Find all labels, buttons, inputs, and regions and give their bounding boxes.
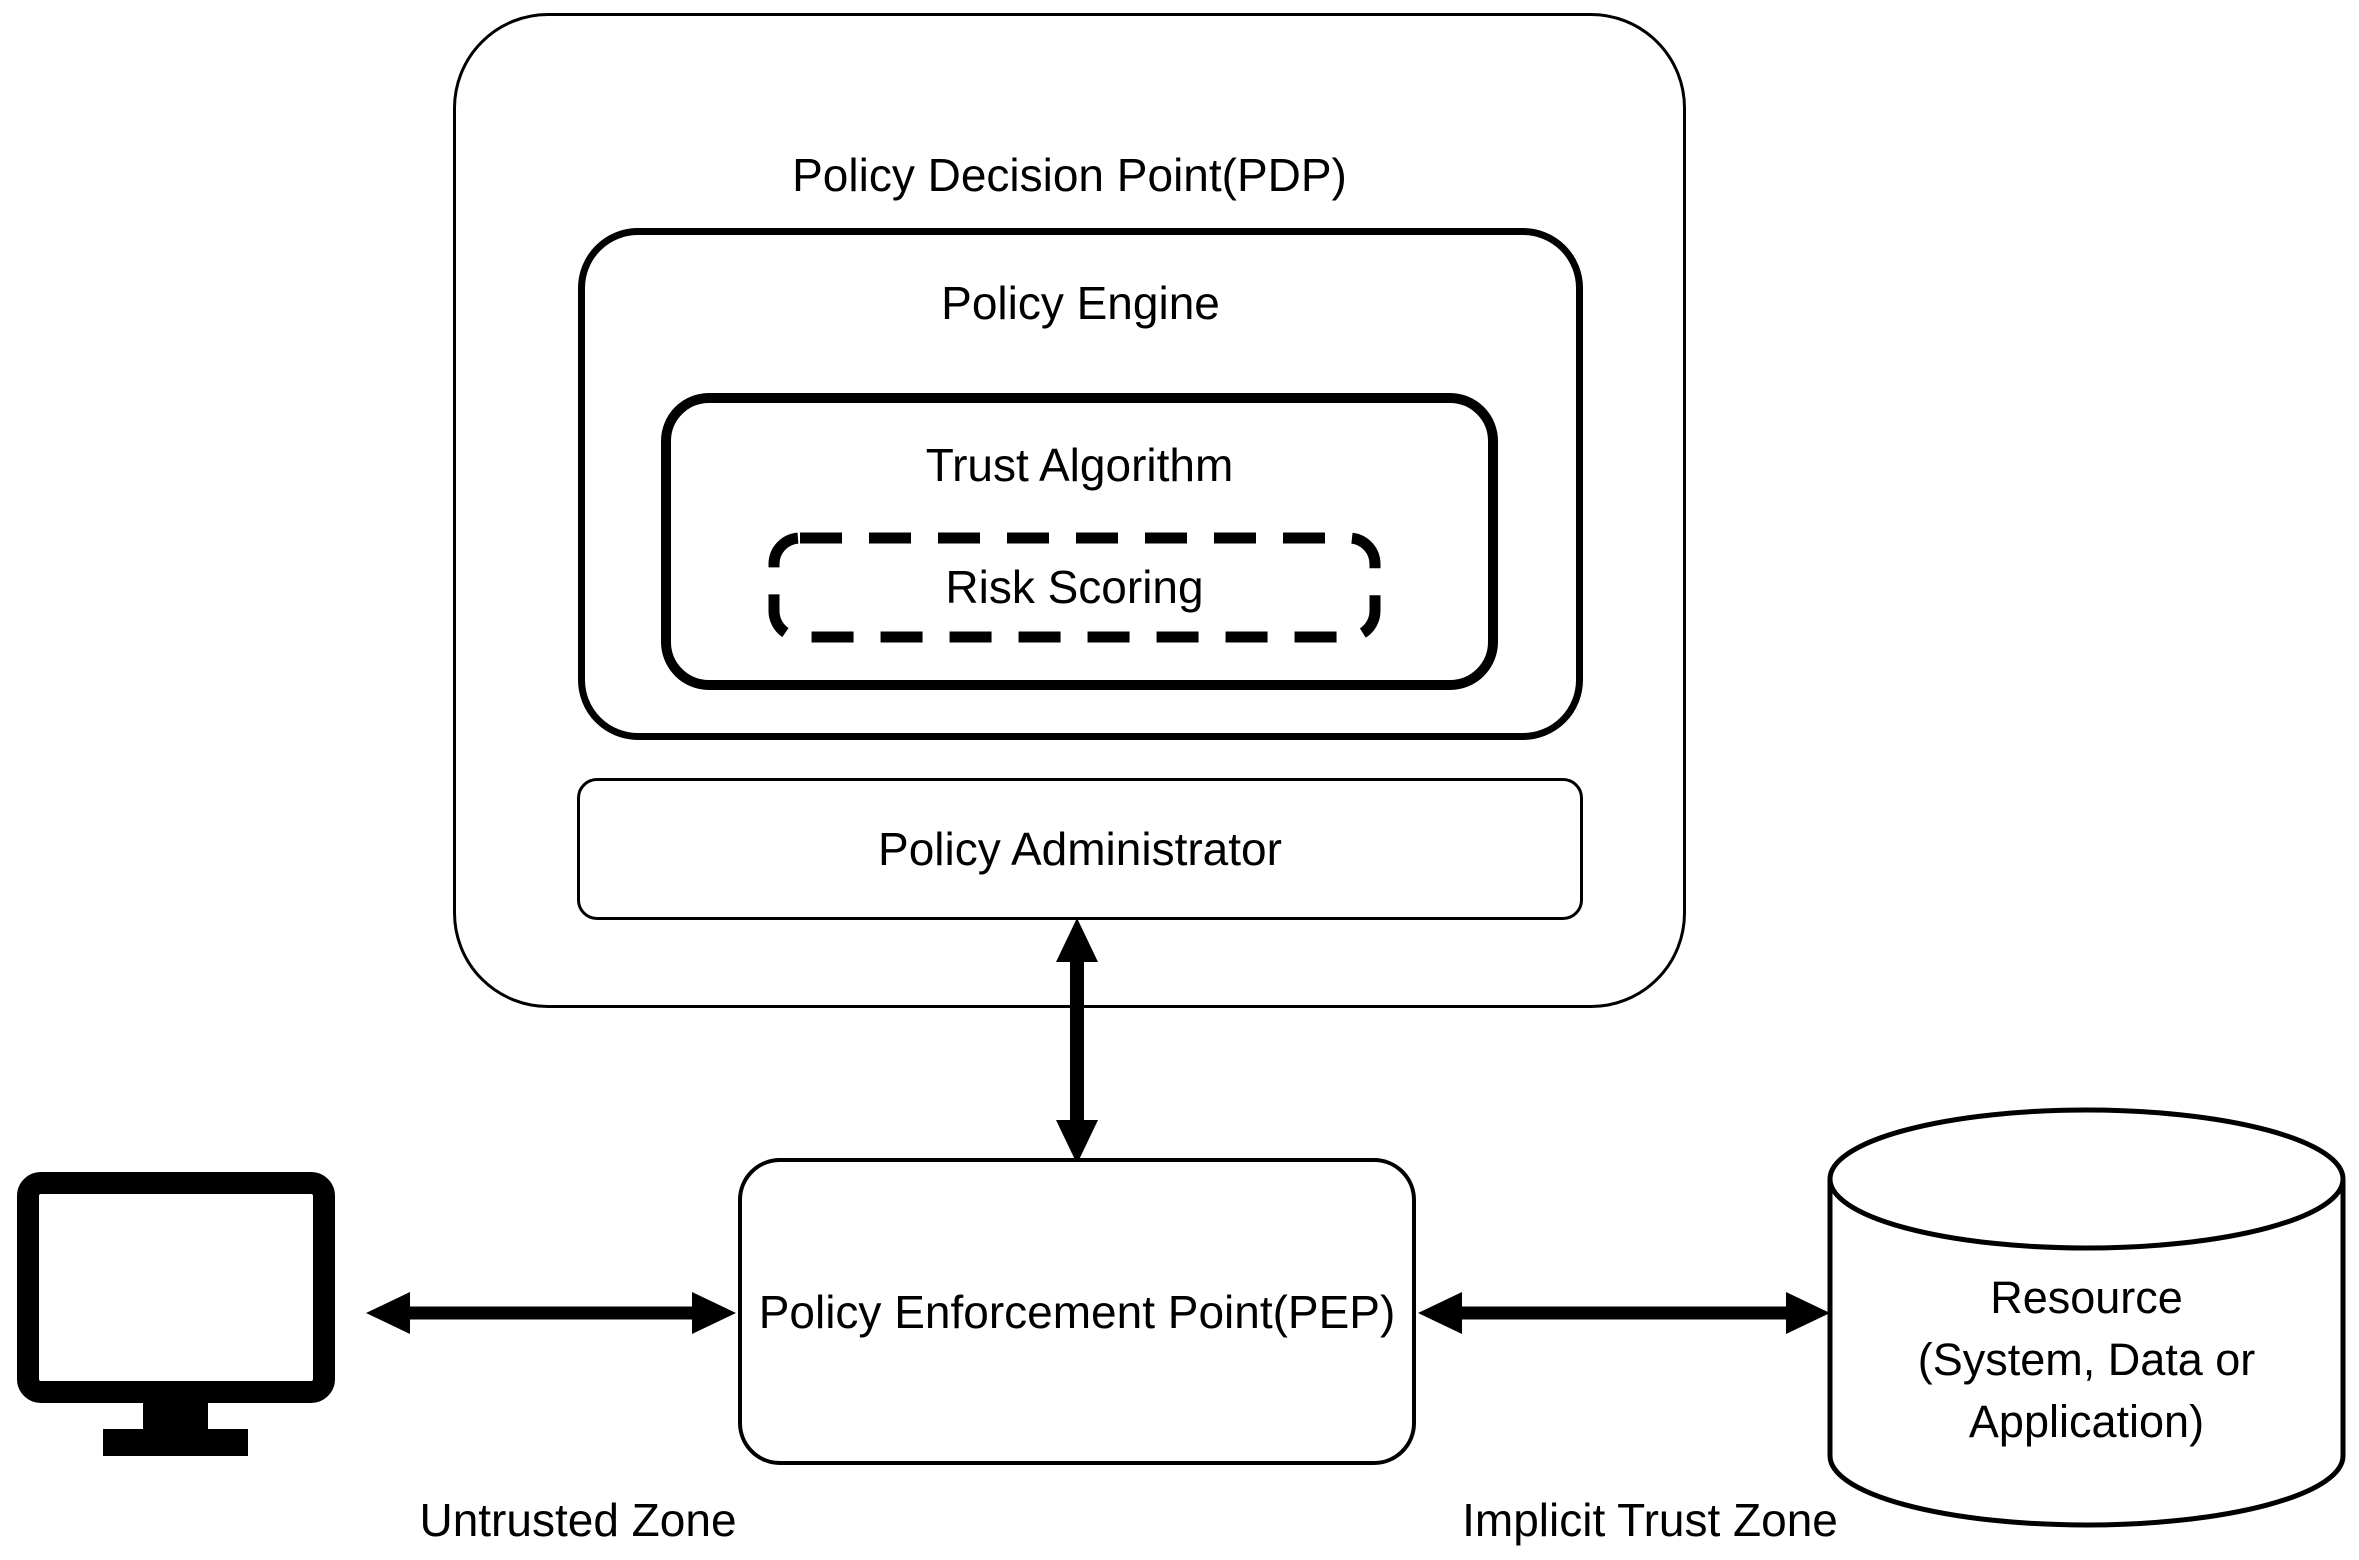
monitor-screen <box>17 1172 335 1403</box>
trust-algorithm-label: Trust Algorithm <box>925 439 1234 491</box>
risk-scoring-label: Risk Scoring <box>945 561 1204 614</box>
pdp-pep-double-arrow-icon <box>1056 918 1098 1164</box>
monitor-stand-neck <box>143 1401 208 1431</box>
resource-label-line1: Resource <box>1990 1272 2183 1323</box>
resource-label: Resource (System, Data or Application) <box>1830 1267 2343 1453</box>
policy-administrator-box: Policy Administrator <box>577 778 1583 920</box>
implicit-trust-zone-label: Implicit Trust Zone <box>1462 1494 1838 1546</box>
monitor-stand-base <box>103 1429 248 1456</box>
resource-label-line3: Application) <box>1968 1396 2205 1447</box>
client-pep-double-arrow-icon <box>366 1292 736 1334</box>
database-cylinder-icon <box>1827 1107 2346 1528</box>
resource-label-line2: (System, Data or <box>1917 1334 2256 1385</box>
pep-label: Policy Enforcement Point(PEP) <box>758 1285 1396 1338</box>
policy-administrator-label: Policy Administrator <box>878 823 1282 875</box>
untrusted-zone-label: Untrusted Zone <box>419 1494 737 1546</box>
pep-box: Policy Enforcement Point(PEP) <box>738 1158 1416 1465</box>
policy-engine-label: Policy Engine <box>941 277 1220 329</box>
pdp-label: Policy Decision Point(PDP) <box>792 149 1347 201</box>
pep-resource-double-arrow-icon <box>1418 1292 1830 1334</box>
